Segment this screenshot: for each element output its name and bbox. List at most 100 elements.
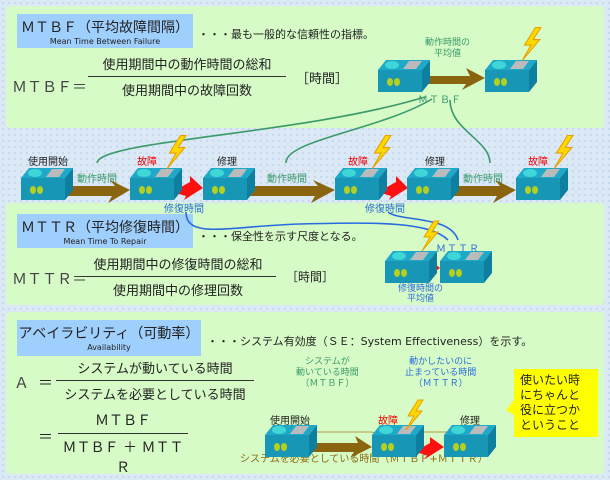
device-icon <box>407 168 459 200</box>
callout-line: 役に立つか <box>520 403 581 417</box>
callout-line: 使いたい時 <box>520 373 581 387</box>
device-icon <box>130 168 182 200</box>
lightning-icon <box>421 220 440 252</box>
timeline-fail-label: 故障 <box>528 157 548 168</box>
mttr-lhs: ＭＴＴＲ＝ <box>12 270 88 288</box>
device-icon <box>21 168 73 200</box>
avail-repair-label: 修理 <box>460 416 480 427</box>
operating-arrow <box>246 180 335 203</box>
availability-formula-2: ＭＴＢＦ ＭＴＢＦ ＋ ＭＴＴＲ <box>58 410 188 477</box>
curve <box>449 99 491 164</box>
curve <box>185 211 449 241</box>
availability-numerator-1: システムが動いている時間 <box>56 358 254 381</box>
mtbf-numerator: 使用期間中の動作時間の総和 <box>88 54 286 77</box>
device-icon <box>335 168 387 200</box>
callout-line: ということ <box>520 418 581 432</box>
total-time-label: システムを必要としている時間（ＭＴＢＦ+ＭＴＴＲ） <box>240 454 488 465</box>
operating-arrows <box>64 68 516 458</box>
device-icon <box>265 425 317 457</box>
mtbf-avg-label-2: 平均値 <box>434 49 462 59</box>
curve <box>96 96 426 164</box>
devices <box>21 60 568 457</box>
timeline-repair-label: 修理 <box>425 157 445 168</box>
mttr-avg-label-2: 平均値 <box>407 294 435 304</box>
mtbf-avg-label: 動作時間の平均値 <box>425 38 470 60</box>
callout-line: にちゃんと <box>520 388 581 402</box>
operating-arrow <box>308 436 372 458</box>
run-label-1: システムが <box>305 357 350 367</box>
mttr-denominator: 使用期間中の修理回数 <box>112 284 243 299</box>
operating-time-label: 動作時間 <box>267 174 307 185</box>
availability-title-box: アベイラビリティ（可動率） Availability <box>17 320 201 356</box>
run-label-2: 動いている時間 <box>296 368 359 378</box>
stop-label-1: 動かしたいのに <box>409 357 473 367</box>
avail-start-label: 使用開始 <box>270 416 310 427</box>
mttr-avg-label-1: 修復時間の <box>398 284 444 294</box>
repair-arrow <box>378 176 408 200</box>
mtbf-formula: 使用期間中の動作時間の総和 使用期間中の故障回数 <box>88 54 286 99</box>
availability-title: アベイラビリティ（可動率） <box>18 326 200 342</box>
operating-arrow <box>64 180 130 203</box>
mtbf-denominator: 使用期間中の故障回数 <box>121 84 252 99</box>
mttr-curves <box>185 211 459 241</box>
lightning-icon <box>553 135 574 169</box>
availability-denominator-1: システムを必要としている時間 <box>64 388 246 403</box>
mtbf-title-box: ＭＴＢＦ（平均故障間隔） Mean Time Between Failure <box>17 14 193 48</box>
mttr-title: ＭＴＴＲ（平均修復時間） <box>21 220 189 236</box>
repair-arrow <box>172 176 203 200</box>
stop-time-label: 動かしたいのに止まっている時間（ＭＴＴＲ） <box>405 357 476 390</box>
mtbf-description: ・・・最も一般的な信頼性の指標。 <box>198 28 374 41</box>
callout-pointer <box>506 400 514 415</box>
mttr-unit: ［時間］ <box>286 270 335 284</box>
device-icon <box>516 168 568 200</box>
curve <box>387 211 459 241</box>
operating-arrow <box>452 180 516 203</box>
device-icon <box>385 251 437 283</box>
device-icon <box>203 168 255 200</box>
device-icon <box>485 60 537 92</box>
mtbf-lhs: ＭＴＢＦ＝ <box>12 78 88 96</box>
lightning-icon <box>371 135 392 169</box>
operating-arrow <box>420 68 485 90</box>
availability-description: ・・・システム有効度（ＳＥ：System Effectiveness）を示す。 <box>207 335 533 348</box>
repair-time-label: 修復時間 <box>365 204 405 215</box>
timeline-fail-label: 故障 <box>137 157 157 168</box>
mttr-formula: 使用期間中の修復時間の総和 使用期間中の修理回数 <box>80 254 276 299</box>
mtbf-subtitle: Mean Time Between Failure <box>49 37 161 46</box>
stop-label-2: 止まっている時間 <box>405 368 477 378</box>
availability-formula-1: システムが動いている時間 システムを必要としている時間 <box>56 358 254 403</box>
repair-arrow <box>414 437 444 459</box>
mtbf-avg-label-1: 動作時間の <box>425 38 471 48</box>
avail-fail-label: 故障 <box>378 416 398 427</box>
availability-subtitle: Availability <box>87 343 131 352</box>
availability-eq2: ＝ <box>38 428 54 446</box>
repair-arrows <box>172 176 444 459</box>
mttr-title-box: ＭＴＴＲ（平均修復時間） Mean Time To Repair <box>17 214 193 248</box>
run-time-label: システムが動いている時間（ＭＴＢＦ） <box>296 357 359 390</box>
operating-time-label: 動作時間 <box>77 174 117 185</box>
curve <box>285 98 433 164</box>
mttr-subtitle: Mean Time To Repair <box>63 237 147 246</box>
device-icon <box>444 425 496 457</box>
stop-label-3: （ＭＴＴＲ） <box>413 379 468 389</box>
availability-denominator-2: ＭＴＢＦ ＋ ＭＴＴＲ <box>62 440 184 476</box>
mttr-description: ・・・保全性を示す尺度となる。 <box>198 230 363 243</box>
timeline-repair-label: 修理 <box>217 157 237 168</box>
timeline-fail-label: 故障 <box>348 157 368 168</box>
mtbf-title: ＭＴＢＦ（平均故障間隔） <box>21 20 189 36</box>
availability-eq1: ＝ <box>38 374 54 392</box>
device-icon <box>378 60 430 92</box>
mtbf-unit: ［時間］ <box>296 72 349 87</box>
callout-note: 使いたい時にちゃんと役に立つかということ <box>514 369 598 437</box>
timeline-start-label: 使用開始 <box>28 157 68 168</box>
mtbf-curves <box>96 96 491 164</box>
run-label-3: （ＭＴＢＦ） <box>300 379 355 389</box>
availability-numerator-2: ＭＴＢＦ <box>58 410 188 434</box>
mttr-avg-label: 修復時間の平均値 <box>398 284 443 304</box>
operating-time-label: 動作時間 <box>463 174 503 185</box>
repair-time-label: 修復時間 <box>164 204 204 215</box>
mttr-numerator: 使用期間中の修復時間の総和 <box>80 254 276 277</box>
device-icon <box>372 425 424 457</box>
lightning-icon <box>521 26 542 62</box>
